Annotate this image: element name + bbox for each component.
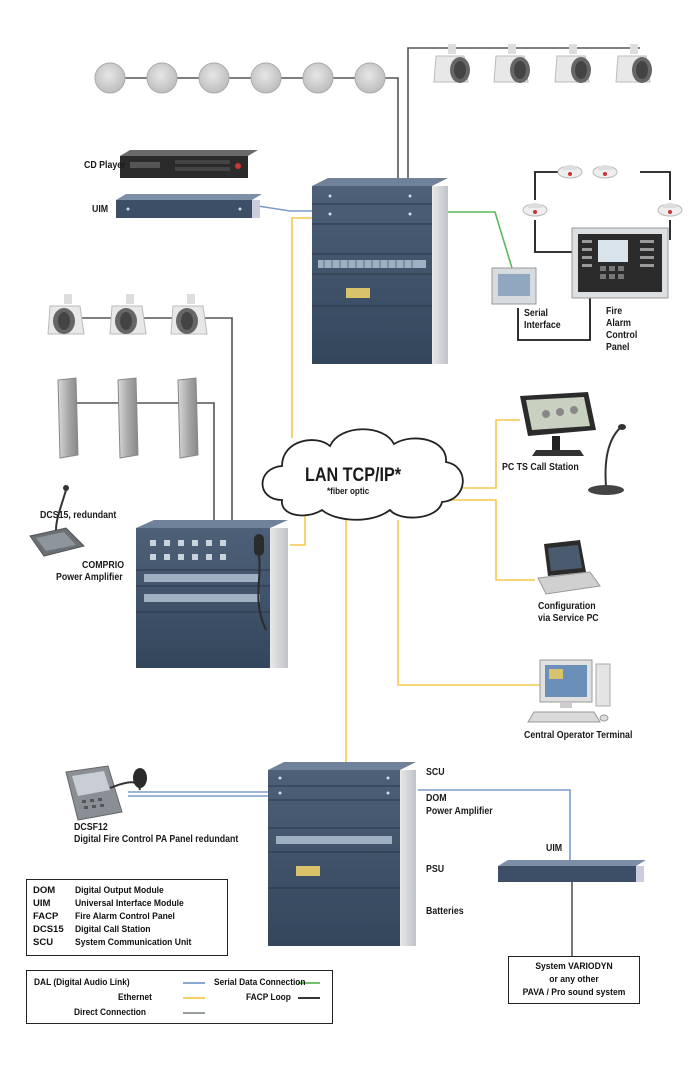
label-power-amp: Power Amplifier [426, 806, 493, 817]
legend-direct: Direct Connection [74, 1007, 146, 1018]
abbr-value: Digital Call Station [75, 924, 151, 935]
legend-dal: DAL (Digital Audio Link) [34, 977, 130, 988]
projector-speakers-left [47, 294, 208, 335]
abbr-value: Universal Interface Module [75, 898, 184, 909]
label-facp-2: Alarm [606, 318, 631, 329]
label-dcsf12-1: DCSF12 [74, 822, 108, 833]
abbr-key: SCU [33, 937, 54, 948]
lan-cloud [261, 428, 464, 521]
abbr-row: DOM Digital Output Module [33, 884, 221, 897]
label-cd-player: CD Player [84, 160, 126, 171]
label-uim-bottom: UIM [546, 843, 563, 854]
column-speakers [57, 377, 199, 459]
cd-player [120, 150, 258, 178]
main-rack-top [312, 178, 448, 364]
label-batteries: Batteries [426, 906, 464, 917]
label-dcs15: DCS15, redundant [40, 510, 117, 521]
abbr-key: FACP [33, 911, 59, 922]
abbr-value: System Communication Unit [75, 937, 192, 948]
external-system-box: System VARIODYN or any other PAVA / Pro … [508, 956, 640, 1004]
lan-subtitle: *fiber optic [327, 486, 370, 496]
pc-ts-call-station [520, 392, 626, 495]
label-uim-top: UIM [92, 204, 109, 215]
abbr-row: SCU System Communication Unit [33, 936, 221, 949]
operator-terminal [527, 659, 611, 723]
abbr-key: UIM [33, 898, 51, 909]
serial-interface-device [491, 267, 537, 305]
legend-serial: Serial Data Connection [214, 977, 306, 988]
label-config-2: via Service PC [538, 613, 599, 624]
abbr-key: DOM [33, 885, 56, 896]
lan-title: LAN TCP/IP* [305, 465, 402, 486]
ethernet-lines [290, 217, 540, 765]
system-line-2: or any other [549, 974, 599, 985]
label-cot: Central Operator Terminal [524, 730, 633, 741]
label-config-1: Configuration [538, 601, 596, 612]
facp-loop-lines [517, 171, 671, 341]
abbr-row: UIM Universal Interface Module [33, 897, 221, 910]
service-laptop [537, 540, 601, 595]
abbr-key: DCS15 [33, 924, 64, 935]
abbr-row: DCS15 Digital Call Station [33, 923, 221, 936]
label-comprio-2: Power Amplifier [56, 572, 123, 583]
legend-swatches [183, 982, 320, 1014]
label-serial-interface-1: Serial [524, 308, 548, 319]
abbr-row: FACP Fire Alarm Control Panel [33, 910, 221, 923]
uim-bottom [498, 860, 646, 956]
uim-top [116, 194, 262, 218]
abbr-value: Fire Alarm Control Panel [75, 911, 175, 922]
projector-speakers-top [433, 44, 652, 83]
abbreviation-table: DOM Digital Output Module UIM Universal In… [26, 879, 228, 956]
system-line-1: System VARIODYN [535, 961, 613, 972]
smoke-detectors [522, 165, 683, 217]
label-psu: PSU [426, 864, 445, 875]
label-pc-ts: PC TS Call Station [502, 462, 579, 473]
label-facp-4: Panel [606, 342, 630, 353]
legend-ethernet: Ethernet [118, 992, 152, 1003]
dcs15-call-station [29, 485, 85, 557]
legend-facp-loop: FACP Loop [246, 992, 291, 1003]
dal-lines [128, 205, 571, 860]
comprio-rack [136, 520, 288, 668]
dcsf12-panel [65, 765, 147, 821]
label-facp-1: Fire [606, 306, 623, 317]
ceiling-speakers [94, 62, 386, 94]
system-line-3: PAVA / Pro sound system [522, 987, 626, 998]
label-scu: SCU [426, 767, 445, 778]
abbr-value: Digital Output Module [75, 885, 164, 896]
label-comprio-1: COMPRIO [82, 560, 125, 571]
label-serial-interface-2: Interface [524, 320, 561, 331]
label-dom: DOM [426, 793, 447, 804]
label-facp-3: Control [606, 330, 638, 341]
line-legend [26, 970, 333, 1024]
fire-alarm-control-panel [571, 227, 669, 299]
serial-lines [432, 211, 513, 269]
label-dcsf12-2: Digital Fire Control PA Panel redundant [74, 834, 239, 845]
main-rack-bottom [268, 762, 416, 946]
